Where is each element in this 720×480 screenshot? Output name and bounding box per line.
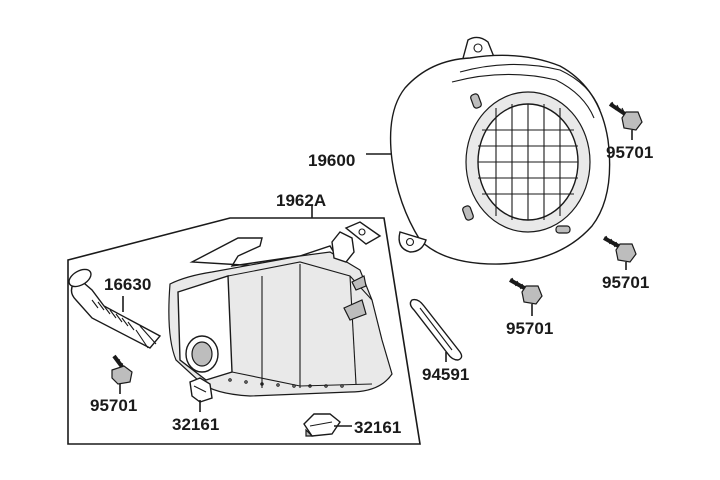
label-95701-top-right: 95701: [606, 143, 653, 162]
fan-cover: [389, 36, 611, 265]
hose: [68, 268, 162, 349]
label-95701-left: 95701: [90, 396, 137, 415]
clip-right: [303, 413, 341, 437]
clip-left: [189, 377, 213, 403]
bolt-center: [509, 277, 543, 305]
label-94591: 94591: [422, 365, 469, 384]
label-95701-mid-right: 95701: [602, 273, 649, 292]
assembly-frame: [67, 206, 421, 445]
fan-cover-grille: [478, 104, 578, 220]
label-95701-center: 95701: [506, 319, 553, 338]
label-19600: 19600: [308, 151, 355, 170]
label-1962A: 1962A: [276, 191, 326, 210]
bolt-mid-right: [603, 235, 637, 263]
seal-strip: [409, 298, 463, 361]
label-16630: 16630: [104, 275, 151, 294]
bolt-left: [111, 354, 133, 385]
leader-lines: [119, 130, 633, 427]
label-32161-left: 32161: [172, 415, 219, 434]
shroud: [168, 221, 393, 397]
label-32161-right: 32161: [354, 418, 401, 437]
bolt-top-right: [608, 101, 643, 131]
